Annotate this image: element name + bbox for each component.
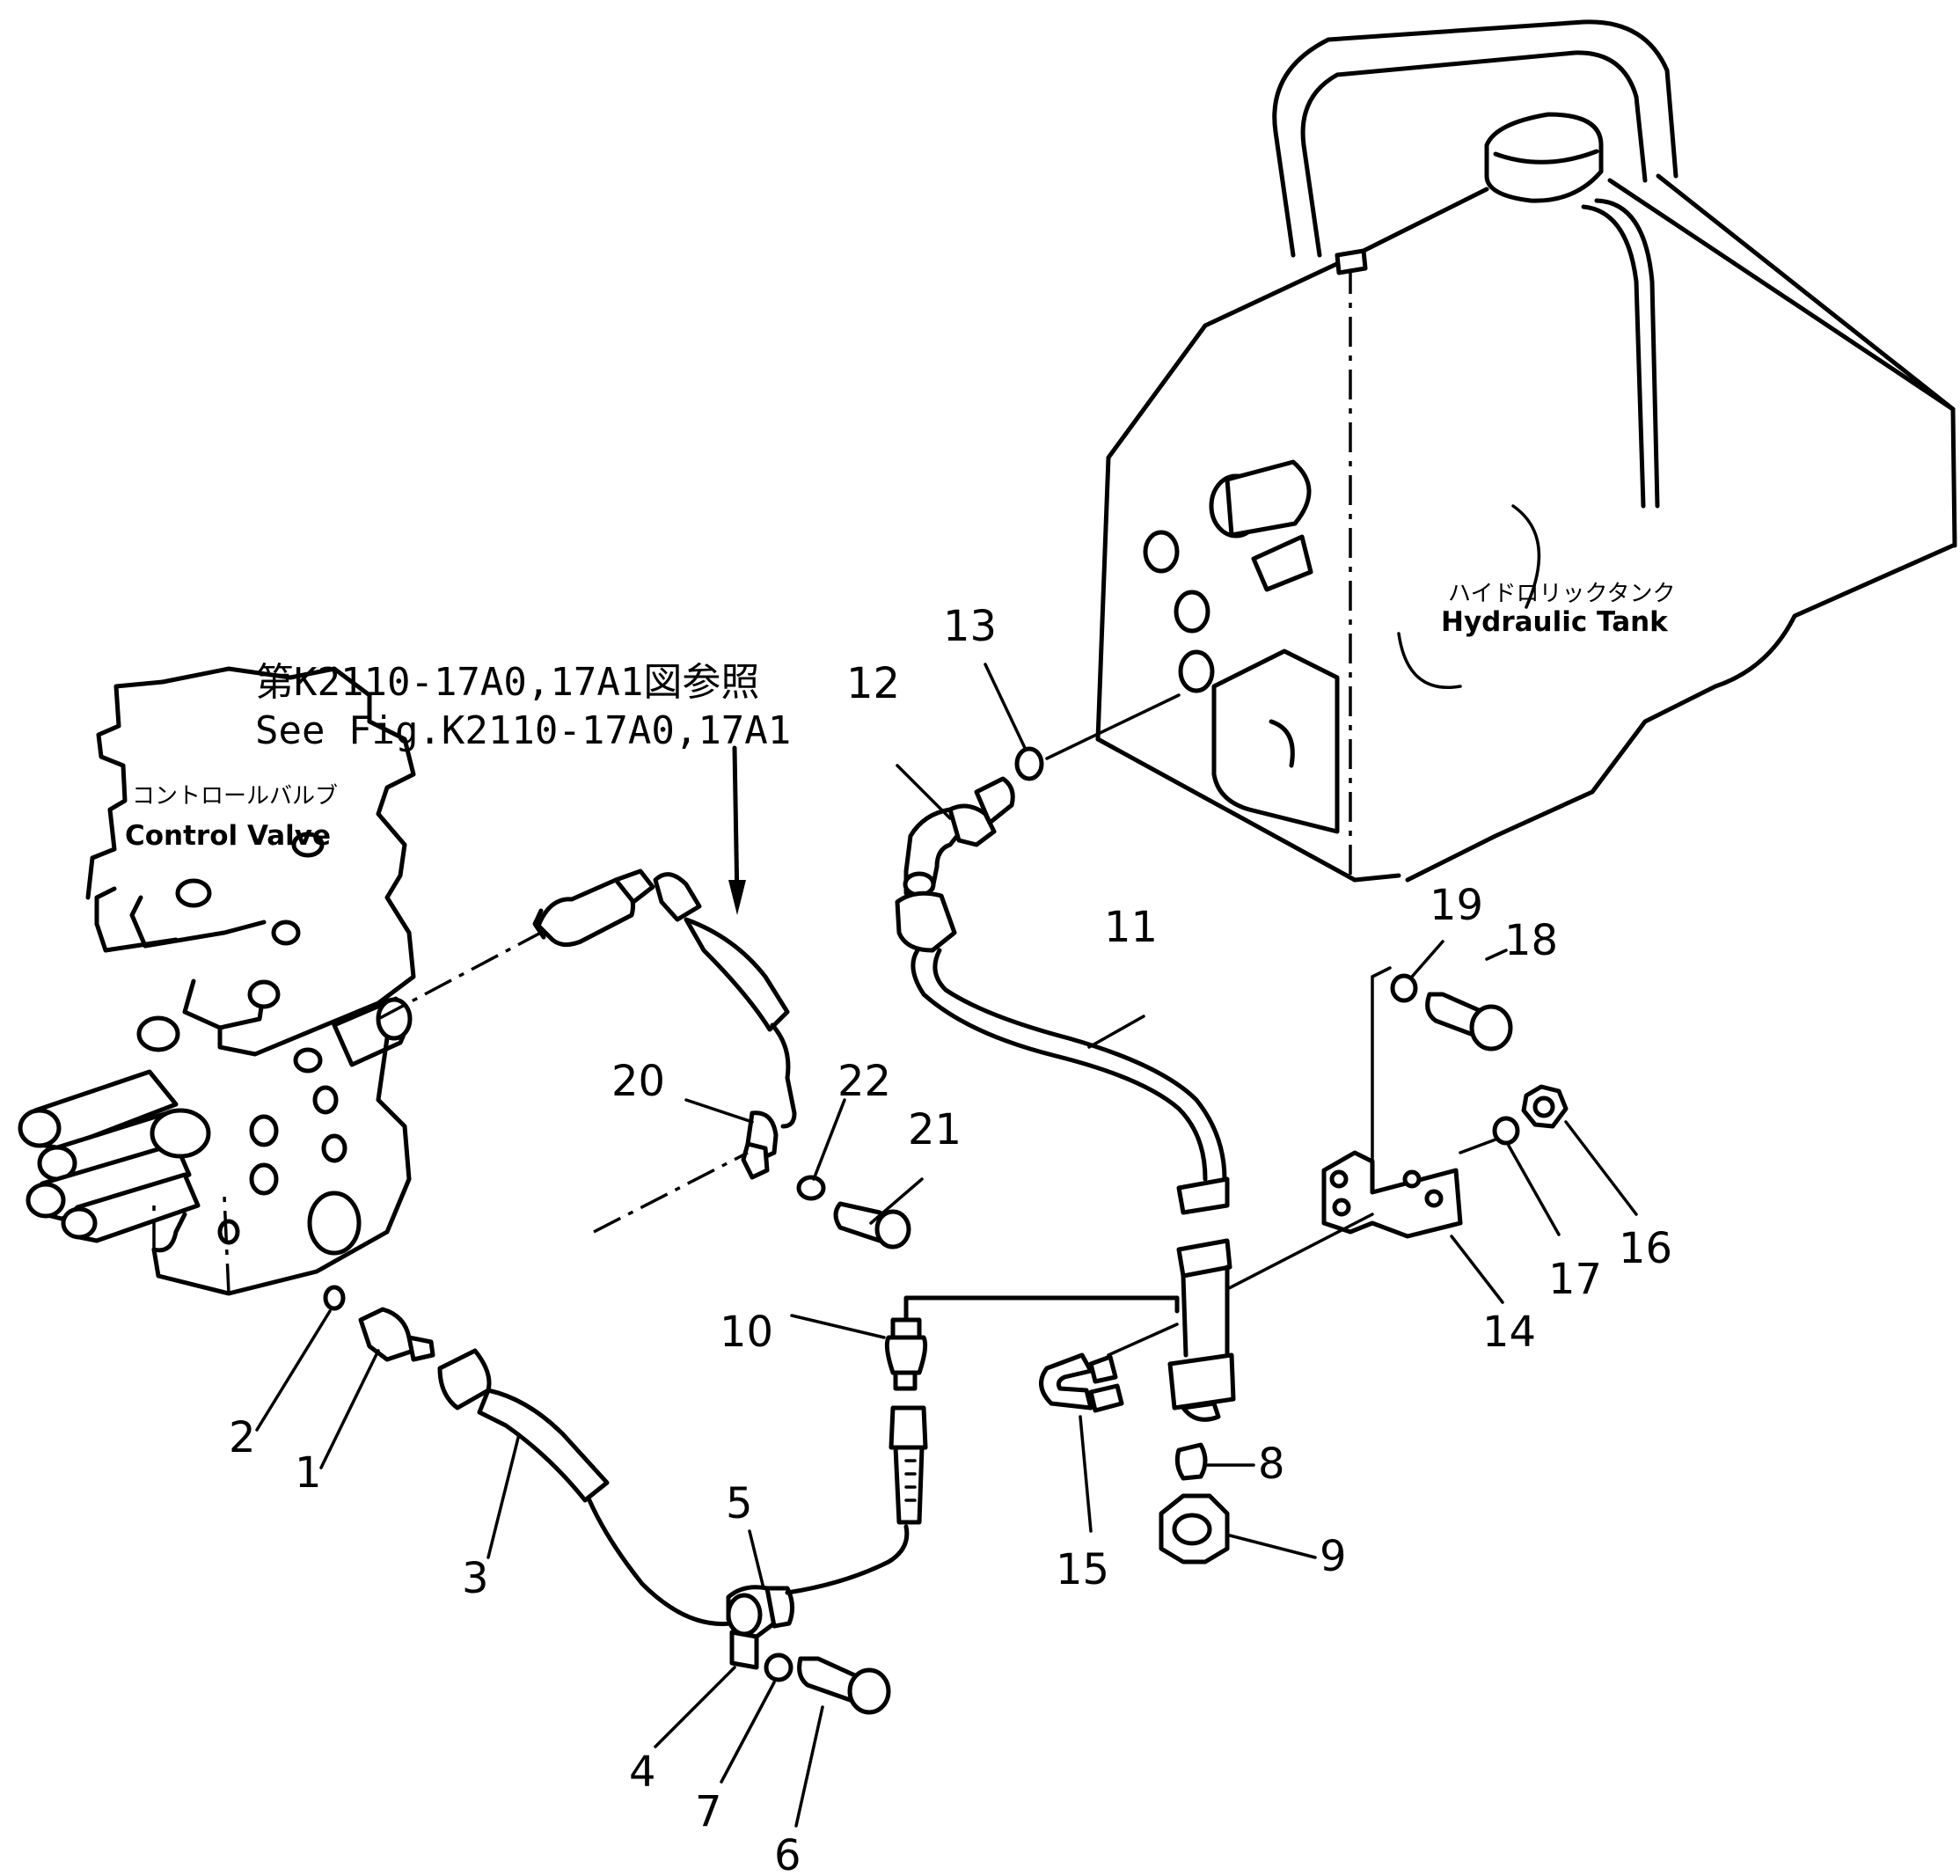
part-number-9: 9 xyxy=(1320,1532,1347,1581)
part-22-washer xyxy=(796,1175,826,1201)
part-number-11: 11 xyxy=(1104,903,1158,952)
bracket-vertical-line xyxy=(1371,966,1392,1172)
part-number-4: 4 xyxy=(629,1748,656,1797)
part-12-elbow xyxy=(903,776,1015,899)
hydraulic-tank xyxy=(1095,19,1957,883)
reference-line-group xyxy=(377,868,797,1234)
part-15-u-bolt xyxy=(1039,1352,1124,1413)
part-15-leader xyxy=(1107,1323,1179,1357)
part-number-14: 14 xyxy=(1482,1308,1536,1357)
part-number-17: 17 xyxy=(1548,1255,1602,1304)
part-19-washer xyxy=(1390,973,1418,1003)
control-valve xyxy=(18,666,416,1296)
part-4-plate xyxy=(729,1630,759,1670)
part-18-bolt xyxy=(1425,992,1513,1052)
part-number-12: 12 xyxy=(846,659,900,708)
part-number-21: 21 xyxy=(908,1105,962,1154)
part-number-1: 1 xyxy=(295,1448,322,1498)
part-10-connector-line xyxy=(903,1295,1180,1323)
part-5-clamp xyxy=(726,1524,910,1639)
part-number-6: 6 xyxy=(774,1831,801,1876)
part-number-2: 2 xyxy=(229,1413,256,1462)
part-7-washer xyxy=(764,1652,794,1682)
part-number-10: 10 xyxy=(720,1308,773,1357)
part-number-13: 13 xyxy=(943,602,997,651)
part-number-8: 8 xyxy=(1258,1440,1285,1489)
part-21-bolt xyxy=(833,1201,911,1249)
part-3-hose xyxy=(437,1348,733,1626)
part-number-7: 7 xyxy=(695,1787,722,1836)
part-number-20: 20 xyxy=(611,1057,665,1106)
hydraulic-tank-label-jp: ハイドロリックタンク xyxy=(1448,581,1675,607)
part-number-15: 15 xyxy=(1056,1545,1109,1594)
part-number-labels: 1 2 3 4 5 6 7 8 9 10 11 12 13 14 15 16 1… xyxy=(229,602,1672,1876)
part-number-5: 5 xyxy=(726,1479,753,1528)
part-6-bolt xyxy=(797,1656,891,1715)
reference-label-en: See Fig.K2110-17A0,17A1 xyxy=(255,708,791,753)
part-2-o-ring xyxy=(323,1285,346,1311)
bracket-leader xyxy=(1225,1213,1374,1291)
part-9-nut xyxy=(1159,1493,1230,1565)
reference-label-jp: 第K2110-17A0,17A1図参照 xyxy=(255,660,759,705)
control-valve-label-en: Control Valve xyxy=(125,820,331,852)
part-13-leader xyxy=(1045,693,1181,760)
part-number-22: 22 xyxy=(837,1057,891,1106)
part-8-plug xyxy=(1174,1442,1208,1481)
part-10-hose xyxy=(889,1405,928,1525)
control-valve-label-jp: コントロールバルブ xyxy=(132,783,338,810)
part-number-18: 18 xyxy=(1504,916,1558,965)
part-17-washer xyxy=(1492,1116,1520,1146)
hydraulic-tank-label-en: Hydraulic Tank xyxy=(1441,606,1669,638)
part-14-bracket xyxy=(1321,1150,1463,1239)
part-11-tube xyxy=(895,890,1236,1422)
part-10-fitting xyxy=(884,1317,928,1391)
washer-leader xyxy=(1459,1138,1497,1154)
leader-lines xyxy=(255,663,1638,1828)
part-number-3: 3 xyxy=(462,1554,489,1603)
part-1-fitting xyxy=(358,1307,435,1362)
part-number-19: 19 xyxy=(1430,881,1483,930)
part-number-16: 16 xyxy=(1619,1224,1672,1273)
part-13-o-ring xyxy=(1014,746,1044,781)
reference-arrow xyxy=(728,745,746,915)
part-16-nut xyxy=(1521,1084,1569,1129)
